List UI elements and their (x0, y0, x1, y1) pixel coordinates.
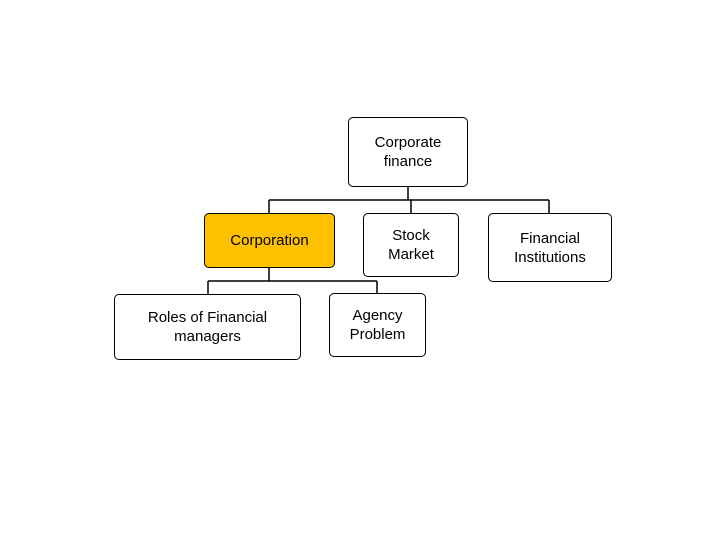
node-roles-of-financial-managers: Roles of Financial managers (114, 294, 301, 360)
node-corporation: Corporation (204, 213, 335, 268)
node-corporate-finance: Corporate finance (348, 117, 468, 187)
node-stock-market: Stock Market (363, 213, 459, 277)
node-agency-problem: Agency Problem (329, 293, 426, 357)
node-financial-institutions: Financial Institutions (488, 213, 612, 282)
